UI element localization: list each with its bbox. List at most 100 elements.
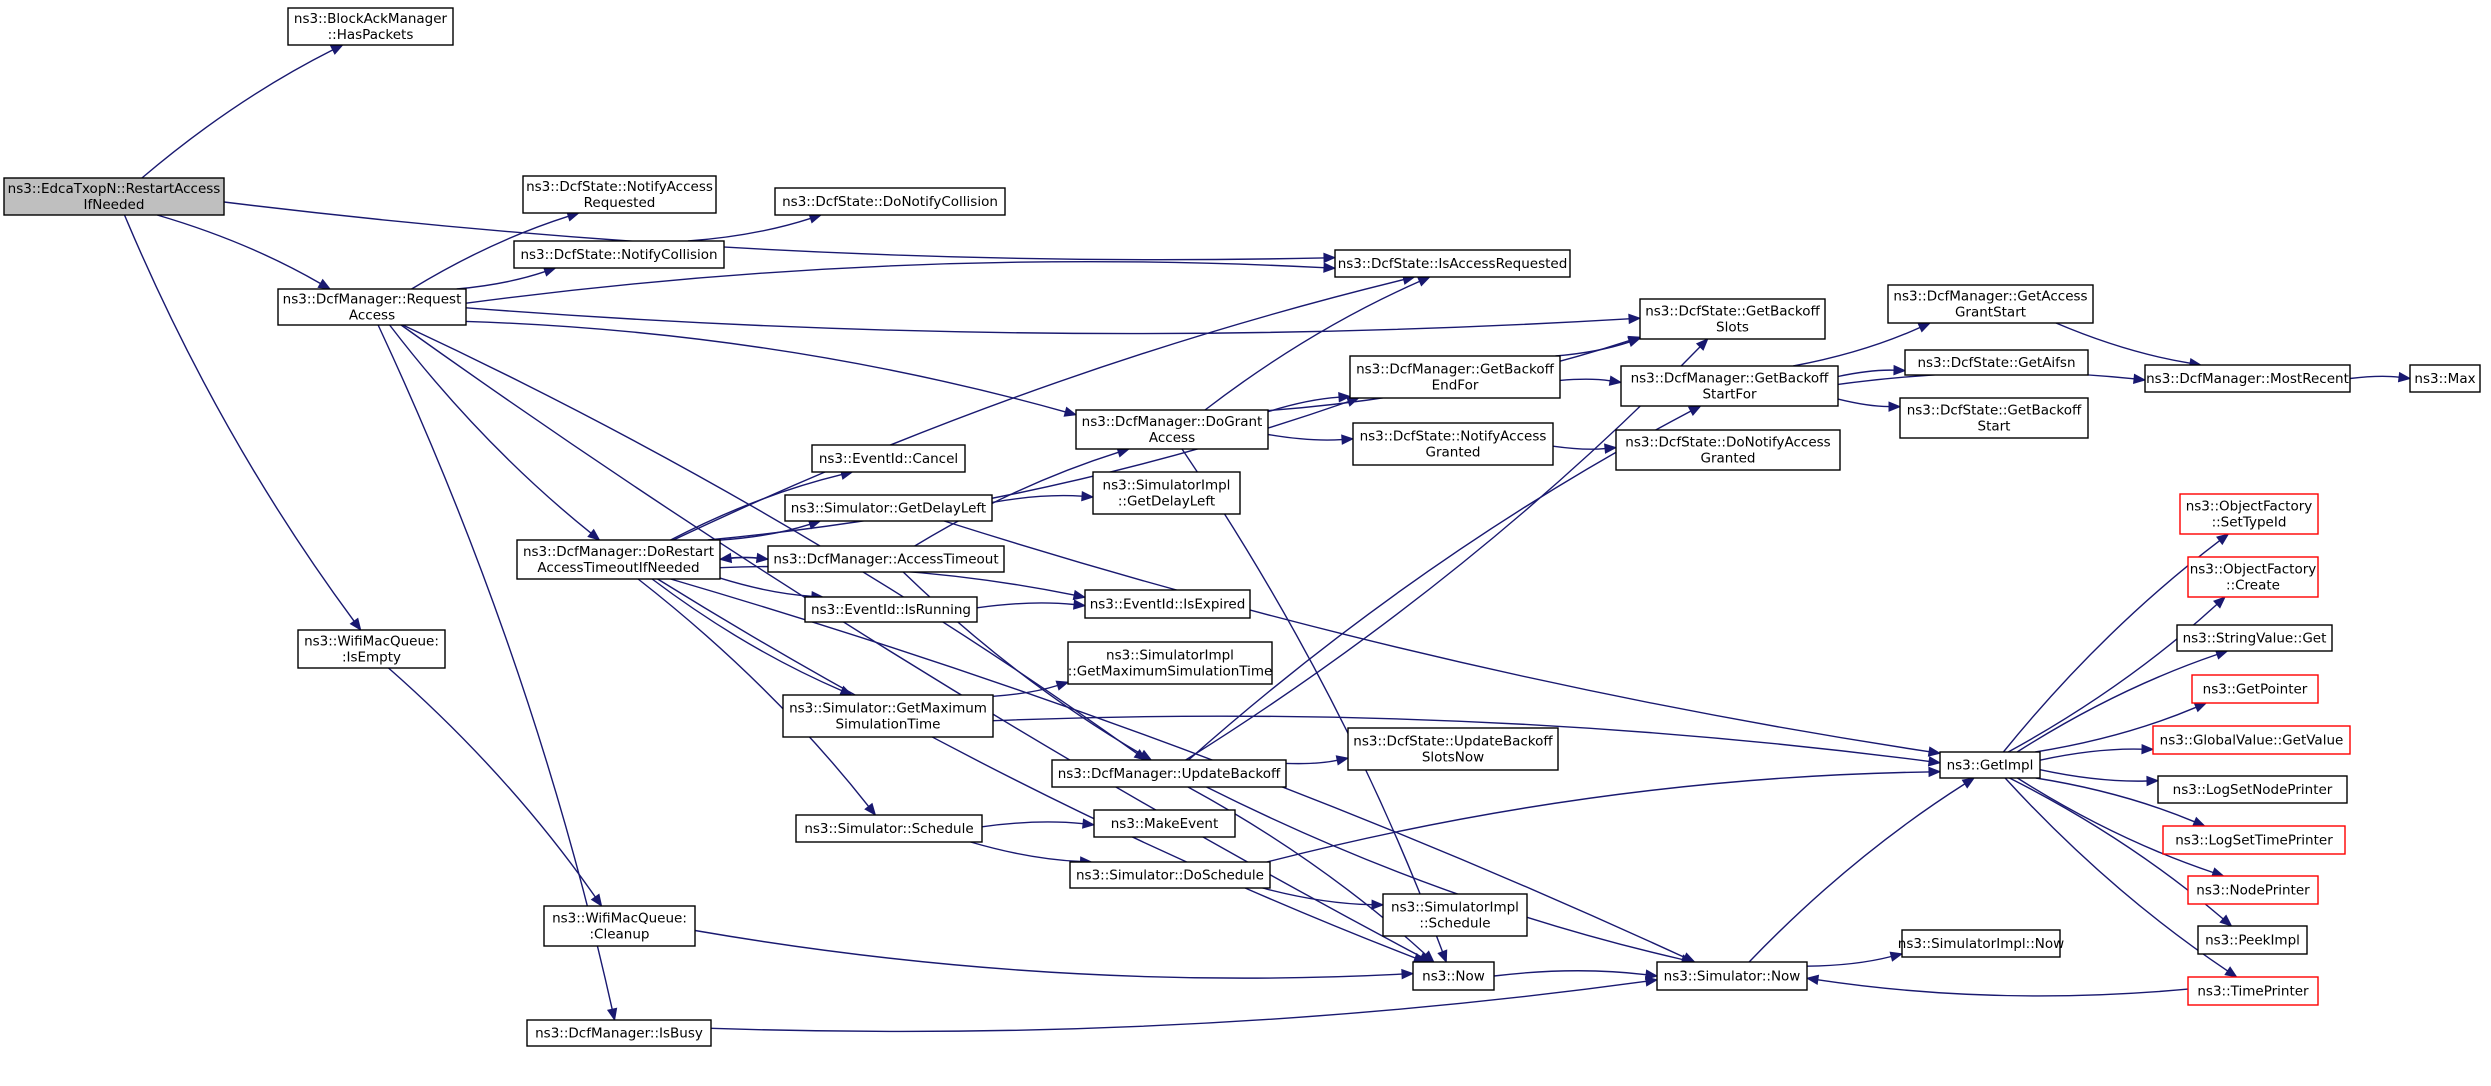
node-box [522,175,717,214]
edge-getMaxSimTime-to-getImpl [992,715,1930,763]
edge-doGrantAccess-to-isAccessRequested [1204,280,1420,411]
node-box [1904,349,2089,376]
node-box [526,1019,712,1047]
node-isExpired[interactable]: ns3::EventId::IsExpired [1084,589,1251,619]
node-implNow[interactable]: ns3::SimulatorImpl::Now [1898,929,2064,958]
edge-getImpl-to-logSetTimePrinter [2035,777,2195,823]
edge-arrowhead [590,893,603,908]
edge-arrowhead [1421,950,1435,963]
node-getMaxSimTime[interactable]: ns3::Simulator::GetMaximumSimulationTime [782,694,994,738]
node-label: ns3::BlockAckManager [294,11,448,27]
node-box [1334,249,1571,278]
edge-isBusy-to-simNow [710,980,1647,1033]
node-box [2179,493,2319,535]
node-cleanup[interactable]: ns3::WifiMacQueue::Cleanup [543,905,696,947]
edge-arrowhead [1961,777,1976,789]
edge-arrowhead [718,552,733,564]
edge-doRestart-to-isRunning [719,577,812,597]
node-create[interactable]: ns3::ObjectFactory::Create [2187,556,2319,598]
node-label: ns3::DcfManager::GetBackoff [1631,371,1829,387]
node-getImpl[interactable]: ns3::GetImpl [1939,751,2041,779]
node-doRestart[interactable]: ns3::DcfManager::DoRestartAccessTimeoutI… [516,539,721,580]
node-label: AccessTimeoutIfNeeded [537,560,699,576]
node-box [1639,298,1826,340]
node-mostRecent[interactable]: ns3::DcfManager::MostRecent [2144,364,2351,393]
node-getPointer[interactable]: ns3::GetPointer [2191,674,2319,704]
node-nodePrinter[interactable]: ns3::NodePrinter [2187,875,2319,905]
node-globalGetValue[interactable]: ns3::GlobalValue::GetValue [2152,725,2351,755]
edge-arrowhead [1628,313,1642,325]
edge-doRestart-to-schedule [637,578,870,807]
edge-arrowhead [1917,322,1932,333]
node-logSetTimePrinter[interactable]: ns3::LogSetTimePrinter [2162,825,2346,855]
node-label: ns3::Simulator::GetDelayLeft [791,501,986,517]
node-logSetNodePrinter[interactable]: ns3::LogSetNodePrinter [2157,775,2348,804]
node-peekImpl[interactable]: ns3::PeekImpl [2197,925,2308,955]
node-schedule[interactable]: ns3::Simulator::Schedule [795,814,983,843]
node-implSchedule[interactable]: ns3::SimulatorImpl::Schedule [1382,893,1528,937]
node-label: ns3::Max [2414,371,2475,387]
node-implGetMaxSimTime[interactable]: ns3::SimulatorImpl::GetMaximumSimulation… [1067,641,1273,685]
edge-requestAccess-to-updateBackoff [402,324,1138,755]
node-updateBackoff[interactable]: ns3::DcfManager::UpdateBackoff [1051,759,1287,788]
node-simNow[interactable]: ns3::Simulator::Now [1656,961,1808,991]
edge-arrowhead [2146,775,2160,787]
edge-arrowhead [1437,949,1448,964]
edge-arrowhead [1604,443,1618,454]
node-box [774,187,1006,216]
call-nodes: ns3::EdcaTxopN::RestartAccessIfNeededns3… [3,7,2481,1047]
edge-doGrantAccess-to-notifyAccessGranted [1267,433,1343,441]
node-isBusy[interactable]: ns3::DcfManager::IsBusy [526,1019,712,1047]
node-stringValueGet[interactable]: ns3::StringValue::Get [2176,624,2333,652]
node-getDelayLeft[interactable]: ns3::Simulator::GetDelayLeft [784,494,993,522]
node-accessTimeout[interactable]: ns3::DcfManager::AccessTimeout [767,545,1005,573]
node-label: ns3::DcfManager::DoGrant [1082,414,1263,430]
node-label: ns3::WifiMacQueue: [552,911,687,927]
edge-requestAccess-to-notifyCollision [456,270,546,290]
edge-updateBackoff-to-simNow [1206,786,1683,961]
node-box [2162,825,2346,855]
node-box [543,905,696,947]
node-setTypeId[interactable]: ns3::ObjectFactory::SetTypeId [2179,493,2319,535]
edge-arrowhead [1073,599,1087,610]
node-hasPackets[interactable]: ns3::BlockAckManager::HasPackets [287,7,454,46]
node-label: ns3::DcfManager::IsBusy [535,1026,703,1042]
node-getAifsn[interactable]: ns3::DcfState::GetAifsn [1904,349,2089,376]
node-timePrinter[interactable]: ns3::TimePrinter [2187,976,2319,1006]
node-isAccessRequested[interactable]: ns3::DcfState::IsAccessRequested [1334,249,1571,278]
node-wifiIsEmpty[interactable]: ns3::WifiMacQueue::IsEmpty [297,629,446,669]
node-doSchedule[interactable]: ns3::Simulator::DoSchedule [1069,861,1271,889]
edge-arrowhead [2224,966,2238,978]
node-doNotifyCollision[interactable]: ns3::DcfState::DoNotifyCollision [774,187,1006,216]
node-eventCancel[interactable]: ns3::EventId::Cancel [811,444,966,473]
edge-arrowhead [1687,405,1702,416]
node-label: ns3::PeekImpl [2205,933,2300,949]
node-box [513,240,725,269]
edge-requestAccess-to-notifyAccessRequested [411,215,569,290]
node-label: Slots [1716,320,1749,336]
node-ns3Now[interactable]: ns3::Now [1412,961,1495,991]
node-label: ns3::SimulatorImpl [1103,478,1231,494]
node-implGetDelayLeft[interactable]: ns3::SimulatorImpl::GetDelayLeft [1092,471,1241,515]
node-isRunning[interactable]: ns3::EventId::IsRunning [804,596,978,623]
edge-arrowhead [2397,371,2412,383]
node-makeEvent[interactable]: ns3::MakeEvent [1093,809,1236,838]
node-label: ns3::Simulator::Schedule [804,821,973,837]
edge-arrowhead [1401,968,1415,980]
node-notifyCollision[interactable]: ns3::DcfState::NotifyCollision [513,240,725,269]
node-max[interactable]: ns3::Max [2409,364,2481,393]
node-box [287,7,454,46]
node-label: Granted [1700,451,1755,467]
